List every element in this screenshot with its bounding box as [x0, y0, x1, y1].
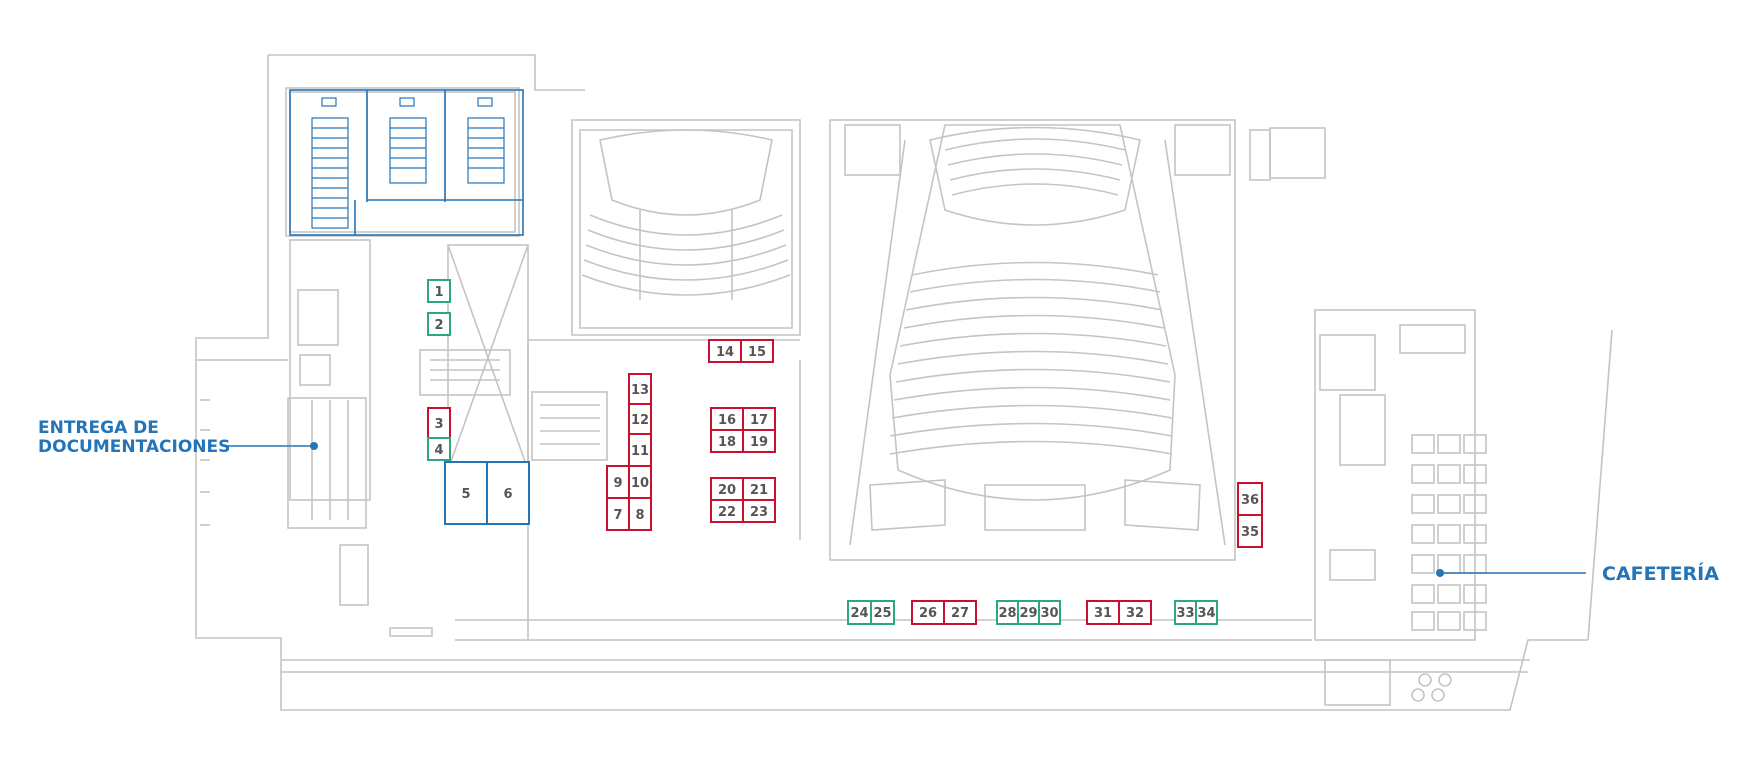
classroom-seats — [311, 97, 505, 229]
svg-text:15: 15 — [748, 345, 766, 360]
svg-text:3: 3 — [434, 417, 443, 432]
booth-23[interactable]: 23 — [742, 499, 776, 523]
booth-6[interactable]: 6 — [486, 461, 530, 525]
entrega-label-line2: DOCUMENTACIONES — [38, 437, 230, 457]
svg-text:22: 22 — [718, 505, 736, 520]
svg-text:14: 14 — [716, 345, 734, 360]
svg-text:18: 18 — [718, 435, 736, 450]
booth-5[interactable]: 5 — [444, 461, 488, 525]
svg-text:28: 28 — [998, 606, 1016, 621]
booth-15[interactable]: 15 — [740, 339, 774, 363]
svg-text:2: 2 — [434, 318, 443, 333]
booth-33[interactable]: 33 — [1174, 600, 1197, 625]
booth-4[interactable]: 4 — [427, 437, 451, 461]
svg-text:36: 36 — [1241, 493, 1259, 508]
svg-text:23: 23 — [750, 505, 768, 520]
booth-20[interactable]: 20 — [710, 477, 744, 501]
svg-text:25: 25 — [873, 606, 891, 621]
entrega-marker — [310, 442, 318, 450]
booth-8[interactable]: 8 — [628, 497, 652, 531]
booth-9[interactable]: 9 — [606, 465, 630, 499]
cafeteria-marker — [1436, 569, 1444, 577]
cafeteria-callout: CAFETERÍA — [1436, 562, 1719, 585]
booth-36[interactable]: 36 — [1237, 482, 1263, 516]
booth-2[interactable]: 2 — [427, 312, 451, 336]
svg-text:10: 10 — [631, 476, 649, 491]
booth-29[interactable]: 29 — [1017, 600, 1040, 625]
svg-text:19: 19 — [750, 435, 768, 450]
svg-text:12: 12 — [631, 413, 649, 428]
booth-1[interactable]: 1 — [427, 279, 451, 303]
svg-text:31: 31 — [1094, 606, 1112, 621]
booth-7[interactable]: 7 — [606, 497, 630, 531]
booths: 1 2 3 4 5 6 13 12 — [427, 279, 1263, 625]
svg-text:32: 32 — [1126, 606, 1144, 621]
svg-text:34: 34 — [1197, 606, 1215, 621]
cafeteria-label: CAFETERÍA — [1602, 562, 1719, 585]
svg-text:17: 17 — [750, 413, 768, 428]
booth-14[interactable]: 14 — [708, 339, 742, 363]
cafeteria-tables — [1411, 434, 1487, 631]
booth-18[interactable]: 18 — [710, 429, 744, 453]
svg-text:26: 26 — [919, 606, 937, 621]
booth-26[interactable]: 26 — [911, 600, 945, 625]
svg-text:1: 1 — [434, 285, 443, 300]
booth-13[interactable]: 13 — [628, 373, 652, 405]
svg-text:24: 24 — [850, 606, 868, 621]
booth-22[interactable]: 22 — [710, 499, 744, 523]
booth-12[interactable]: 12 — [628, 403, 652, 435]
booth-30[interactable]: 30 — [1038, 600, 1061, 625]
svg-text:13: 13 — [631, 383, 649, 398]
svg-text:8: 8 — [635, 508, 644, 523]
booth-21[interactable]: 21 — [742, 477, 776, 501]
entrega-callout: ENTREGA DE DOCUMENTACIONES — [38, 418, 318, 457]
booth-17[interactable]: 17 — [742, 407, 776, 431]
svg-text:16: 16 — [718, 413, 736, 428]
booth-19[interactable]: 19 — [742, 429, 776, 453]
svg-text:33: 33 — [1176, 606, 1194, 621]
booth-28[interactable]: 28 — [996, 600, 1019, 625]
booth-32[interactable]: 32 — [1118, 600, 1152, 625]
svg-text:27: 27 — [951, 606, 969, 621]
svg-text:6: 6 — [503, 487, 512, 502]
booth-35[interactable]: 35 — [1237, 514, 1263, 548]
svg-text:35: 35 — [1241, 525, 1259, 540]
svg-text:9: 9 — [613, 476, 622, 491]
svg-text:20: 20 — [718, 483, 736, 498]
entrega-label-line1: ENTREGA DE — [38, 418, 159, 438]
booth-16[interactable]: 16 — [710, 407, 744, 431]
classroom-block — [289, 89, 524, 236]
booth-24[interactable]: 24 — [847, 600, 872, 625]
booth-25[interactable]: 25 — [870, 600, 895, 625]
svg-text:7: 7 — [613, 508, 622, 523]
svg-text:29: 29 — [1019, 606, 1037, 621]
booth-34[interactable]: 34 — [1195, 600, 1218, 625]
booth-3[interactable]: 3 — [427, 407, 451, 439]
booth-27[interactable]: 27 — [943, 600, 977, 625]
svg-text:21: 21 — [750, 483, 768, 498]
svg-text:30: 30 — [1040, 606, 1058, 621]
building-walls — [195, 54, 1613, 711]
booth-11[interactable]: 11 — [628, 433, 652, 467]
booth-10[interactable]: 10 — [628, 465, 652, 499]
svg-text:11: 11 — [631, 444, 649, 459]
svg-text:5: 5 — [461, 487, 470, 502]
booth-31[interactable]: 31 — [1086, 600, 1120, 625]
svg-text:4: 4 — [434, 443, 443, 458]
